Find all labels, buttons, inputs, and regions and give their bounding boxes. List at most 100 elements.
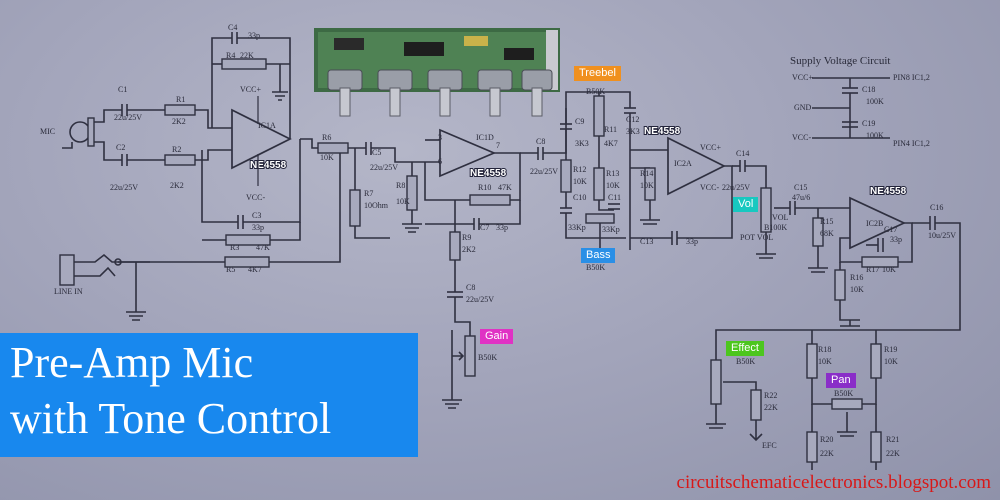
r19-value: 10K bbox=[884, 357, 898, 366]
r4-label: R4 bbox=[226, 51, 235, 60]
r5-label: R5 bbox=[226, 265, 235, 274]
supply-gnd: GND bbox=[794, 103, 812, 112]
vol-pot-value: B100K bbox=[764, 223, 787, 232]
r20-value: 22K bbox=[820, 449, 834, 458]
ic1d-part-label: NE4558 bbox=[470, 168, 507, 179]
r18-value: 10K bbox=[818, 357, 832, 366]
c2-value: 22u/25V bbox=[110, 183, 138, 192]
c9-label: C9 bbox=[575, 117, 584, 126]
bass-potentiometer bbox=[585, 213, 615, 224]
r7-value: 10Ohm bbox=[364, 201, 389, 210]
c9-value: 3K3 bbox=[575, 139, 589, 148]
r17-value: 10K bbox=[882, 265, 896, 274]
r6-value: 10K bbox=[320, 153, 334, 162]
c8a-value: 22u/25V bbox=[466, 295, 494, 304]
pot-vol-label: POT VOL bbox=[740, 233, 773, 242]
pan-tag: Pan bbox=[826, 373, 856, 388]
ic2a-vcc-plus: VCC+ bbox=[700, 143, 721, 152]
r1-label: R1 bbox=[176, 95, 185, 104]
c8-label: C8 bbox=[536, 137, 545, 146]
resistor-r13 bbox=[593, 167, 605, 201]
svg-text:3: 3 bbox=[438, 133, 442, 142]
line-in-label: LINE IN bbox=[54, 287, 83, 296]
title-line-1: Pre-Amp Mic bbox=[10, 338, 254, 387]
resistor-r18 bbox=[806, 343, 818, 379]
r2-value: 2K2 bbox=[170, 181, 184, 190]
c10-value: 33Kp bbox=[568, 223, 586, 232]
r17-label: R17 bbox=[866, 265, 879, 274]
resistor-r9 bbox=[449, 231, 461, 261]
c18-value: 100K bbox=[866, 97, 884, 106]
ic1a-vcc-plus: VCC+ bbox=[240, 85, 261, 94]
r15-value: 68K bbox=[820, 229, 834, 238]
c18-label: C18 bbox=[862, 85, 875, 94]
ic2b-label: IC2B bbox=[866, 219, 883, 228]
resistor-r1 bbox=[164, 104, 196, 116]
ic2a-vcc-minus: VCC- bbox=[700, 183, 719, 192]
r21-value: 22K bbox=[886, 449, 900, 458]
ic2b-part-label: NE4558 bbox=[870, 186, 907, 197]
effect-tag: Effect bbox=[726, 341, 764, 356]
ic2a-part-label: NE4558 bbox=[644, 126, 681, 137]
r16-value: 10K bbox=[850, 285, 864, 294]
treble-pot-value: B50K bbox=[586, 87, 605, 96]
resistor-r12 bbox=[560, 159, 572, 193]
effect-potentiometer bbox=[710, 359, 722, 405]
r12-label: R12 bbox=[573, 165, 586, 174]
resistor-r7 bbox=[349, 189, 361, 227]
c3-label: C3 bbox=[252, 211, 261, 220]
treble-tag: Treebel bbox=[574, 66, 621, 81]
r14-value: 10K bbox=[640, 181, 654, 190]
r22-value: 22K bbox=[764, 403, 778, 412]
resistor-r10 bbox=[469, 194, 511, 206]
resistor-r20 bbox=[806, 431, 818, 463]
c14-label: C14 bbox=[736, 149, 749, 158]
resistor-r21 bbox=[870, 431, 882, 463]
r9-value: 2K2 bbox=[462, 245, 476, 254]
r6-label: R6 bbox=[322, 133, 331, 142]
pan-pot-value: B50K bbox=[834, 389, 853, 398]
resistor-r2 bbox=[164, 154, 196, 166]
ic2a-label: IC2A bbox=[674, 159, 692, 168]
opamp-ic1d bbox=[439, 128, 497, 178]
r11-value: 4K7 bbox=[604, 139, 618, 148]
c4-value: 33p bbox=[248, 31, 260, 40]
capacitor-c2 bbox=[121, 154, 128, 166]
r13-value: 10K bbox=[606, 181, 620, 190]
r19-label: R19 bbox=[884, 345, 897, 354]
r5-value: 4K7 bbox=[248, 265, 262, 274]
mic-label: MIC bbox=[40, 127, 55, 136]
r14-label: R14 bbox=[640, 169, 653, 178]
r1-value: 2K2 bbox=[172, 117, 186, 126]
supply-title: Supply Voltage Circuit bbox=[790, 55, 890, 67]
c15-value: 47u/6 bbox=[792, 193, 810, 202]
opamp-ic1a bbox=[231, 108, 292, 170]
efc-label: EFC bbox=[762, 441, 777, 450]
effect-pot-value: B50K bbox=[736, 357, 755, 366]
ic1a-vcc-minus: VCC- bbox=[246, 193, 265, 202]
opamp-ic2b bbox=[849, 196, 907, 250]
svg-text:6: 6 bbox=[438, 157, 442, 166]
c11-label: C11 bbox=[608, 193, 621, 202]
r20-label: R20 bbox=[820, 435, 833, 444]
supply-pin4: PIN4 IC1,2 bbox=[893, 139, 930, 148]
supply-pin8: PIN8 IC1,2 bbox=[893, 73, 930, 82]
c1-label: C1 bbox=[118, 85, 127, 94]
r7-label: R7 bbox=[364, 189, 373, 198]
c7-label: C7 bbox=[480, 223, 489, 232]
r18-label: R18 bbox=[818, 345, 831, 354]
resistor-r22 bbox=[750, 389, 762, 421]
c17-value: 33p bbox=[890, 235, 902, 244]
vol-tag: Vol bbox=[733, 197, 759, 212]
ic1d-label: IC1D bbox=[476, 133, 494, 142]
c5-value: 22u/25V bbox=[370, 163, 398, 172]
ic1a-label: IC1A bbox=[258, 121, 276, 130]
supply-vcc-plus: VCC+ bbox=[792, 73, 813, 82]
r12-value: 10K bbox=[573, 177, 587, 186]
r4-value: 22K bbox=[240, 51, 254, 60]
c8a-label: C8 bbox=[466, 283, 475, 292]
c16-value: 10u/25V bbox=[928, 231, 956, 240]
r16-label: R16 bbox=[850, 273, 863, 282]
